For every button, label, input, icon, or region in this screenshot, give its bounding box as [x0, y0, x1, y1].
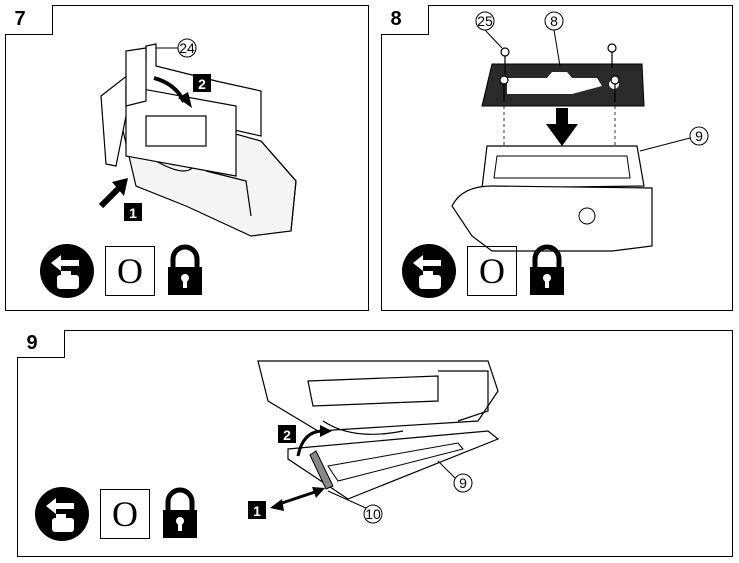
- callout-9: 9: [459, 475, 467, 491]
- callout-25: 25: [477, 13, 493, 29]
- callout-10: 10: [365, 506, 381, 522]
- shoe-9: [287, 430, 500, 500]
- lock-icon: [163, 487, 197, 538]
- safety-icons: O: [401, 243, 567, 299]
- step-8-illustration: 25 8 9: [451, 11, 709, 252]
- step-7-panel: 7 24 2 1: [4, 4, 369, 311]
- step-8-panel: 8 25 8 9: [380, 4, 733, 311]
- step-number: 9: [16, 329, 65, 358]
- step-number: 7: [4, 4, 53, 35]
- step-2-label: 2: [198, 76, 206, 92]
- switch-off-icon: O: [105, 246, 155, 296]
- callout-8: 8: [550, 13, 558, 29]
- step-1-label: 1: [253, 503, 261, 519]
- switch-off-icon: O: [100, 489, 150, 539]
- battery-remove-icon: [40, 244, 94, 298]
- part-24: [125, 47, 147, 107]
- safety-icons: O: [34, 486, 200, 542]
- step-9-panel: 9 2 1 10 9: [16, 329, 733, 557]
- safety-icons: O: [39, 243, 205, 299]
- jigsaw-body: [257, 360, 499, 435]
- step-2-label: 2: [283, 427, 291, 443]
- step-9-illustration: 2 1 10 9: [248, 360, 500, 524]
- shoe-9: [481, 145, 645, 189]
- blade-10: [309, 450, 334, 490]
- screws: [499, 43, 620, 102]
- lock-icon: [530, 244, 564, 295]
- jigsaw-body: [451, 185, 653, 252]
- switch-off-icon: O: [467, 246, 517, 296]
- callout-24: 24: [179, 40, 195, 56]
- battery-remove-icon: [35, 487, 89, 541]
- callout-9: 9: [695, 128, 703, 144]
- step-7-illustration: 24 2 1: [98, 38, 297, 237]
- lock-icon: [168, 244, 202, 295]
- step-1-label: 1: [129, 205, 137, 221]
- battery-remove-icon: [402, 244, 456, 298]
- step-number: 8: [380, 4, 429, 35]
